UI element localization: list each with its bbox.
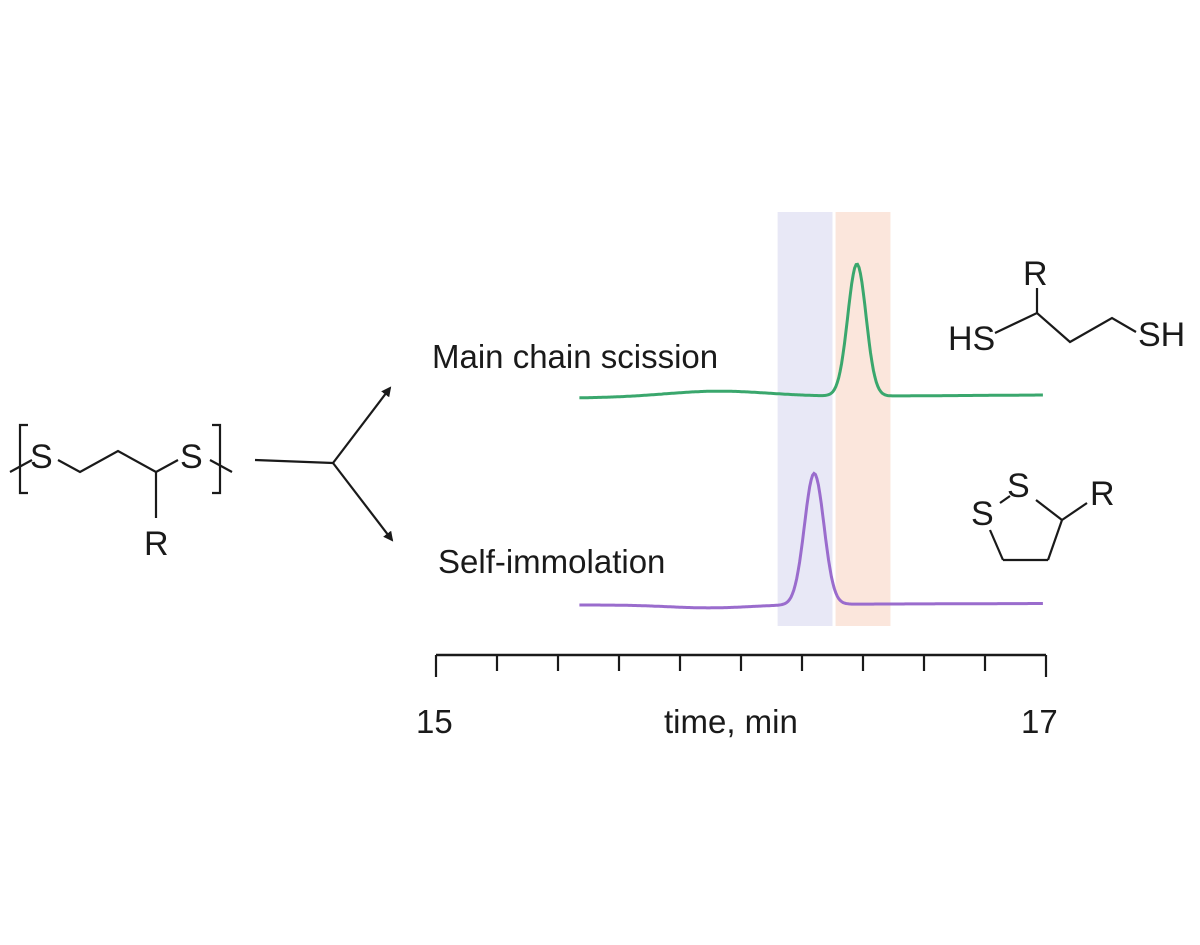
polymer-chain-bonds (57, 449, 179, 474)
ring-bond-s-s (999, 495, 1011, 504)
dithiol-thiol-right: SH (1138, 316, 1185, 354)
cyclic-r-bond (1061, 502, 1088, 521)
x-tick-label-end: 17 (1021, 703, 1058, 740)
polymer-right-bracket (212, 423, 222, 495)
polymer-sulfur-right: S (180, 438, 203, 476)
cyclic-sulfur-left: S (971, 495, 994, 533)
highlight-band-2 (835, 212, 891, 626)
polymer-left-bracket (18, 423, 28, 495)
ring-bond-c-s-left (988, 529, 1005, 561)
polymer-left-tail-bond (9, 459, 33, 473)
arrow-stem (254, 458, 334, 465)
arrow-up-to-scission (332, 386, 392, 464)
branching-arrows (254, 386, 394, 542)
cyclic-disulfide-structure (988, 495, 1088, 562)
cyclic-r-group: R (1090, 475, 1115, 513)
ring-bond-s-c (1035, 499, 1063, 521)
polymer-right-tail-bond (209, 459, 233, 473)
highlight-bands (777, 212, 891, 626)
label-self-immolation: Self-immolation (438, 543, 665, 580)
ring-bond-c-c-right (1046, 519, 1064, 561)
trace-self-immolation (579, 471, 1043, 610)
x-tick-label-start: 15 (416, 703, 453, 740)
dithiol-thiol-left: HS (948, 320, 995, 358)
dithiol-chain-bonds (994, 311, 1137, 344)
x-axis (434, 653, 1048, 677)
highlight-band-1 (777, 212, 833, 626)
dithiol-r-group: R (1023, 255, 1048, 293)
polymer-r-group: R (144, 525, 169, 563)
polymer-sulfur-left: S (30, 438, 53, 476)
dithiol-structure (994, 288, 1137, 344)
polymer-structure (9, 423, 233, 518)
cyclic-sulfur-top: S (1007, 467, 1030, 505)
arrow-down-to-immolation (332, 462, 394, 542)
x-axis-title: time, min (664, 703, 798, 740)
trace-main-chain-scission (579, 262, 1043, 400)
x-axis-ticks (434, 655, 1048, 677)
label-main-chain-scission: Main chain scission (432, 338, 718, 375)
